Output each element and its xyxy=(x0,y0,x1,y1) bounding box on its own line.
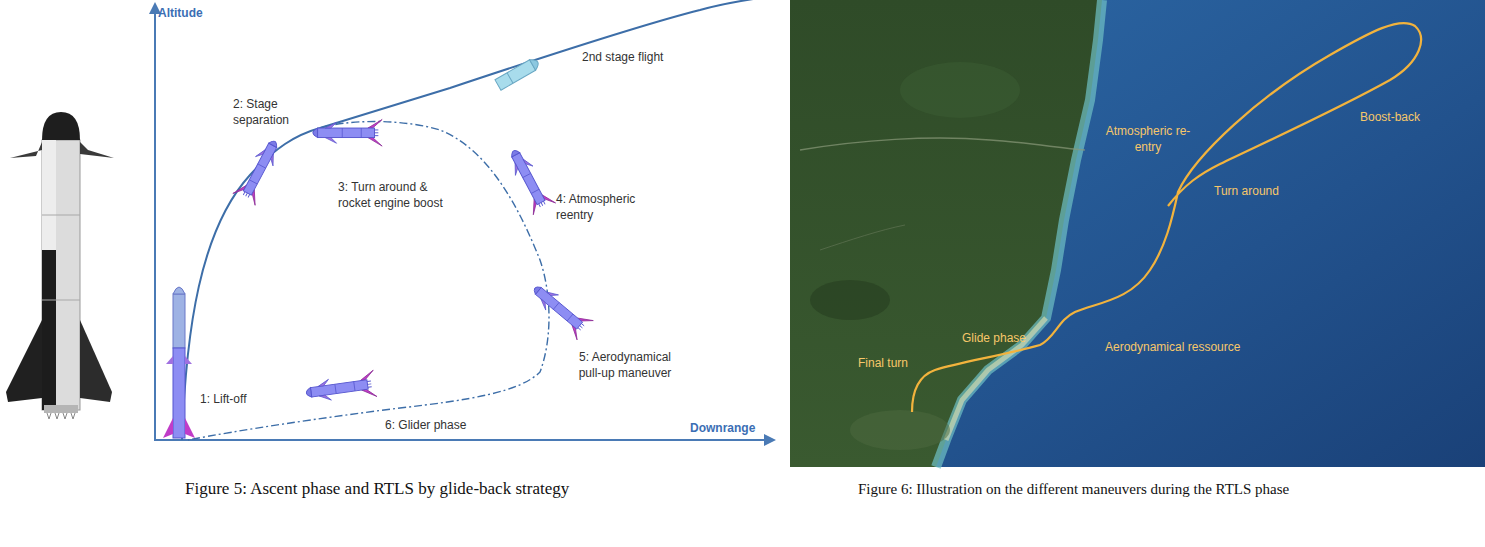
booster-illustration xyxy=(6,112,114,419)
phase-label: 2: Stage separation xyxy=(233,97,305,128)
satellite-map xyxy=(790,0,1485,467)
figure-caption: Figure 5: Ascent phase and RTLS by glide… xyxy=(185,478,569,500)
reentry-rocket xyxy=(502,145,555,215)
pullup-rocket xyxy=(527,278,594,340)
rtls-ground-track xyxy=(912,23,1421,412)
map-label: Turn around xyxy=(1214,184,1279,200)
axis-label: Altitude xyxy=(158,6,203,22)
turnaround-rocket xyxy=(313,120,382,147)
axis-label: Downrange xyxy=(690,421,755,437)
phase-label: 4: Atmospheric reentry xyxy=(556,192,652,223)
glider-rocket xyxy=(305,370,377,406)
phase-label: 3: Turn around & rocket engine boost xyxy=(338,180,460,211)
phase-label: 2nd stage flight xyxy=(582,50,663,66)
liftoff-rocket xyxy=(163,287,195,438)
map-label: Final turn xyxy=(858,356,908,372)
phase-label: 1: Lift-off xyxy=(200,392,246,408)
upper-stage xyxy=(495,57,541,90)
separation-rocket xyxy=(233,135,286,205)
phase-label: 5: Aerodynamical pull-up maneuver xyxy=(566,350,684,381)
return-trajectory xyxy=(188,122,549,441)
map-label: Atmospheric re-entry xyxy=(1104,124,1192,155)
map-label: Glide phase xyxy=(962,331,1026,347)
ascent-trajectory xyxy=(182,0,760,440)
phase-label: 6: Glider phase xyxy=(385,418,466,434)
figure-caption: Figure 6: Illustration on the different … xyxy=(858,480,1289,500)
map-label: Boost-back xyxy=(1360,110,1420,126)
map-label: Aerodynamical ressource xyxy=(1105,340,1240,356)
axes xyxy=(149,2,776,446)
